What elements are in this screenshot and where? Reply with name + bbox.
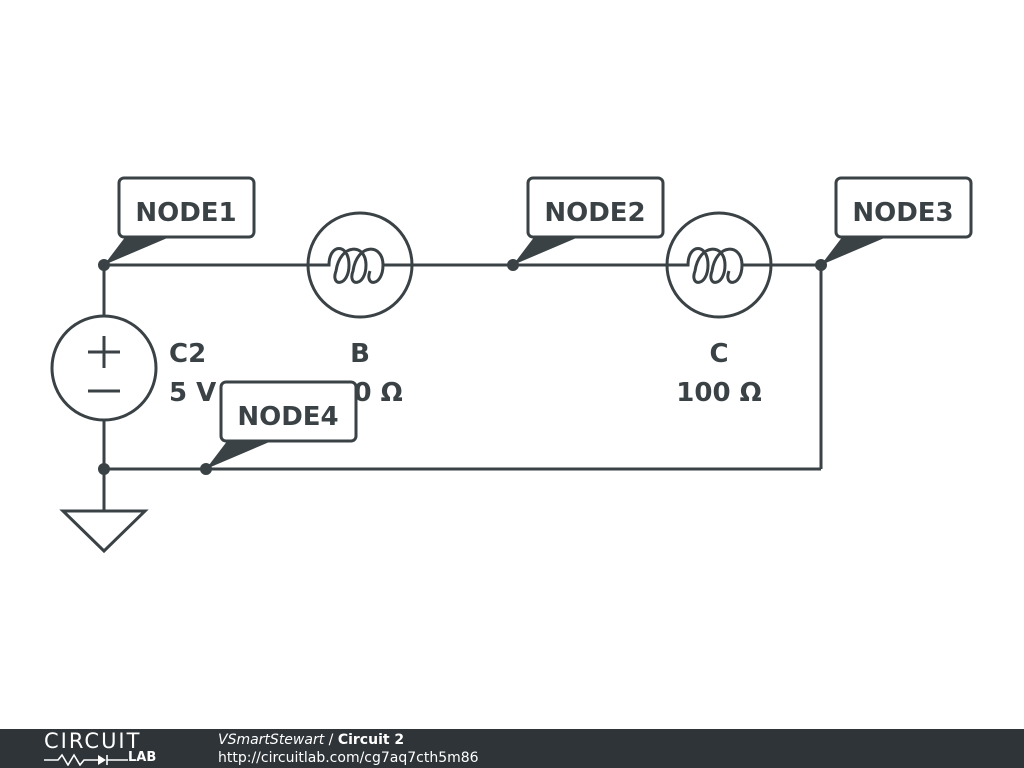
byline-separator: / (324, 732, 338, 748)
circuit-meta: VSmartStewart / Circuit 2 http://circuit… (218, 731, 479, 767)
logo-wordmark: CIRCUIT (44, 729, 142, 753)
node-tag-label: NODE1 (135, 198, 236, 228)
circuit-schematic: C2 5 V B 100 Ω C 100 Ω NODE1 NODE2 NODE3… (50, 176, 973, 554)
node-tag-node4: NODE4 (206, 380, 358, 469)
lamp-c (665, 211, 773, 319)
node-tag-node3: NODE3 (821, 176, 973, 265)
author-link[interactable]: VSmartStewart (218, 732, 325, 748)
logo-resistor-diode-icon (44, 753, 128, 766)
lamp-c-name-label: C (709, 339, 728, 369)
ground-symbol (59, 509, 149, 554)
lamp-b-name-label: B (350, 339, 370, 369)
circuit-byline: VSmartStewart / Circuit 2 (218, 731, 479, 749)
circuit-title[interactable]: Circuit 2 (337, 732, 405, 748)
node-tag-label: NODE3 (852, 198, 953, 228)
node-tag-label: NODE2 (544, 198, 645, 228)
lamp-b (306, 211, 414, 319)
wires (102, 263, 823, 511)
voltage-source-c2 (50, 314, 158, 422)
junction-ground (98, 463, 110, 475)
node-tag-label: NODE4 (237, 402, 338, 432)
node-tag-node2: NODE2 (513, 176, 665, 265)
circuit-url[interactable]: http://circuitlab.com/cg7aq7cth5m86 (218, 750, 479, 766)
source-value-label: 5 V (169, 378, 216, 408)
logo-lab-text: LAB (128, 750, 157, 765)
source-name-label: C2 (169, 339, 206, 369)
node-tag-node1: NODE1 (104, 176, 256, 265)
circuitlab-logo[interactable]: CIRCUIT LAB (40, 731, 180, 766)
footer-bar: CIRCUIT LAB VSmartStewart / Circuit 2 ht… (0, 729, 1024, 768)
lamp-c-value-label: 100 Ω (676, 378, 761, 408)
